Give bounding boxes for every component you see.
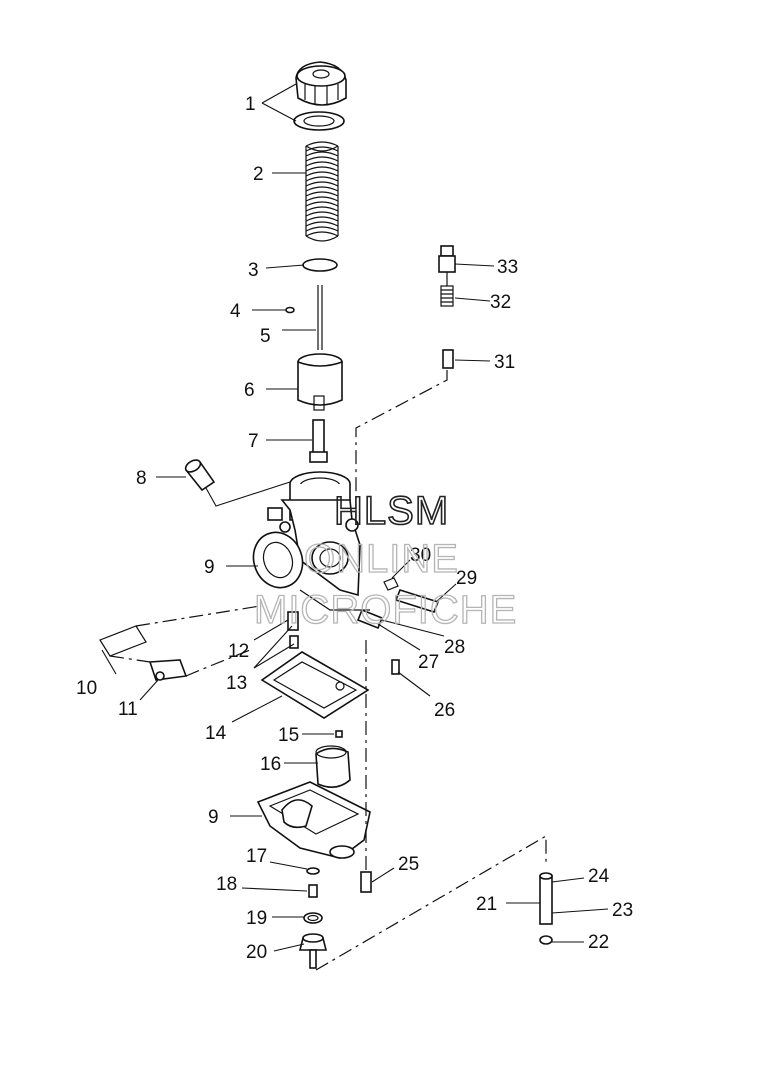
callout-7: 7 xyxy=(248,431,259,452)
part-choke-plate xyxy=(99,605,261,681)
callout-25: 25 xyxy=(398,854,419,875)
part-spring xyxy=(305,141,339,242)
part-25 xyxy=(360,640,372,893)
callout-13: 13 xyxy=(226,673,247,694)
callout-32: 32 xyxy=(490,292,511,313)
callout-14: 14 xyxy=(205,723,227,744)
part-needle-jet xyxy=(309,419,328,463)
part-float-bowl xyxy=(256,781,371,859)
callout-29: 29 xyxy=(456,568,477,589)
callout-5: 5 xyxy=(260,326,271,347)
callout-3: 3 xyxy=(248,260,259,281)
parts-drawing xyxy=(99,61,553,971)
part-tube xyxy=(539,872,553,945)
callout-18: 18 xyxy=(216,874,237,895)
part-gasket xyxy=(260,651,370,719)
callout-20: 20 xyxy=(246,942,267,963)
watermark-line1: HLSM xyxy=(334,489,449,533)
callout-19: 19 xyxy=(246,908,267,929)
callout-labels: 1 2 3 4 5 6 7 8 9 30 29 28 27 26 10 11 1… xyxy=(76,94,633,963)
callout-8: 8 xyxy=(136,468,147,489)
part-needle xyxy=(317,285,323,350)
part-drain-stack xyxy=(298,867,328,969)
callout-21: 21 xyxy=(476,894,497,915)
watermark-line3: MICROFICHE xyxy=(254,588,517,632)
part-retainer-plate xyxy=(302,258,338,272)
part-idle-screw xyxy=(383,577,440,613)
watermark: HLSM ONLINE MICROFICHE xyxy=(253,488,517,632)
callout-33: 33 xyxy=(497,257,518,278)
part-pilot-screw xyxy=(356,608,384,630)
callout-10: 10 xyxy=(76,678,97,699)
leader-lines xyxy=(101,83,609,952)
callout-12: 12 xyxy=(228,641,249,662)
watermark-line2: ONLINE xyxy=(304,537,459,581)
callout-9-bowl: 9 xyxy=(208,807,219,828)
callout-1: 1 xyxy=(245,94,256,115)
part-tube-cap xyxy=(184,459,291,507)
callout-16: 16 xyxy=(260,754,281,775)
callout-17: 17 xyxy=(246,846,267,867)
callout-26: 26 xyxy=(434,700,455,721)
part-slide xyxy=(297,353,343,411)
callout-31: 31 xyxy=(494,352,515,373)
part-right-fitting xyxy=(355,245,456,520)
callout-24: 24 xyxy=(588,866,610,887)
callout-23: 23 xyxy=(612,900,633,921)
callout-2: 2 xyxy=(253,164,264,185)
callout-4: 4 xyxy=(230,301,241,322)
part-carburetor-body xyxy=(252,471,370,611)
part-cap xyxy=(293,61,347,131)
part-26 xyxy=(391,659,400,675)
part-jets xyxy=(287,611,299,649)
callout-11: 11 xyxy=(118,699,138,720)
drain-route-line xyxy=(315,834,547,971)
callout-22: 22 xyxy=(588,932,609,953)
callout-15: 15 xyxy=(278,725,299,746)
part-clip xyxy=(285,306,295,314)
callout-28: 28 xyxy=(444,637,465,658)
callout-30: 30 xyxy=(410,545,431,566)
callout-9-body: 9 xyxy=(204,557,215,578)
callout-6: 6 xyxy=(244,380,255,401)
part-float xyxy=(315,730,351,788)
callout-27: 27 xyxy=(418,652,439,673)
